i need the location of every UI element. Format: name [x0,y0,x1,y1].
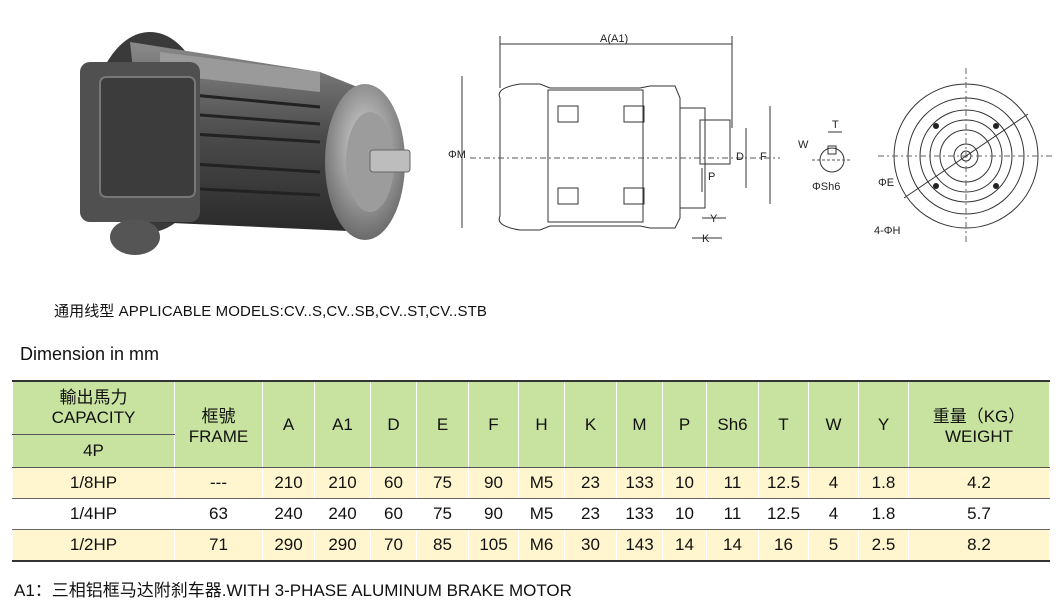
frame-header-en: FRAME [188,427,249,446]
dimension-unit-label: Dimension in mm [20,344,160,364]
table-cell-k: 23 [564,467,617,499]
col-header: A1 [314,381,371,468]
table-cell-a: 240 [262,498,315,530]
table-cell-a: 290 [262,529,315,562]
table-cell-sh6: 11 [706,498,759,530]
table-cell-k: 30 [564,529,617,562]
table-cell-weight: 5.7 [908,498,1050,530]
label-phi-e: ΦE [878,177,894,189]
table-cell-capacity: 1/2HP [12,529,175,562]
table-cell-p: 14 [662,529,707,562]
frame-header-cn: 框號 [201,407,236,426]
table-cell-w: 4 [808,467,859,499]
table-cell-e: 75 [416,467,469,499]
frame-header: 框號 FRAME [174,381,263,468]
table-cell-f: 105 [468,529,519,562]
col-header: E [416,381,469,468]
capacity-header-en: CAPACITY [51,408,136,427]
label-phi-m: ΦM [448,149,466,161]
table-cell-y: 1.8 [858,498,909,530]
front-view-drawing: ΦE 4-ΦH [874,68,1054,244]
table-cell-frame: --- [174,467,263,499]
table-cell-d: 70 [370,529,417,562]
table-cell-a1: 290 [314,529,371,562]
shaft-key-detail: T W ΦSh6 [798,119,852,193]
table-cell-frame: 71 [174,529,263,562]
table-cell-t: 16 [758,529,809,562]
capacity-header: 輸出馬力 CAPACITY [12,381,175,435]
col-header: Y [858,381,909,468]
table-cell-k: 23 [564,498,617,530]
label-f: F [760,151,767,163]
table-cell-e: 75 [416,498,469,530]
col-header: D [370,381,417,468]
col-header: K [564,381,617,468]
label-w: W [798,139,809,151]
poles-header: 4P [12,434,175,468]
label-a-a1: A(A1) [600,33,628,45]
col-header: M [616,381,663,468]
label-d: D [736,151,744,163]
table-cell-h: M5 [518,498,565,530]
weight-header-en: WEIGHT [945,427,1013,446]
col-header: Sh6 [706,381,759,468]
table-cell-sh6: 14 [706,529,759,562]
weight-header: 重量（KG） WEIGHT [908,381,1050,468]
side-view-drawing: A(A1) ΦM D F P Y K [448,33,780,245]
table-cell-y: 1.8 [858,467,909,499]
table-cell-weight: 4.2 [908,467,1050,499]
table-cell-capacity: 1/4HP [12,498,175,530]
table-cell-m: 133 [616,467,663,499]
table-cell-frame: 63 [174,498,263,530]
footnote: A1：三相铝框马达附刹车器.WITH 3-PHASE ALUMINUM BRAK… [14,581,572,600]
table-cell-w: 5 [808,529,859,562]
table-cell-f: 90 [468,467,519,499]
label-y: Y [710,213,718,225]
label-p: P [708,171,715,183]
table-cell-sh6: 11 [706,467,759,499]
table-cell-a1: 210 [314,467,371,499]
col-header: T [758,381,809,468]
weight-header-cn: 重量（KG） [932,407,1026,426]
col-header: P [662,381,707,468]
table-cell-weight: 8.2 [908,529,1050,562]
label-t: T [832,119,839,131]
motor-photo [80,32,411,255]
table-cell-m: 133 [616,498,663,530]
table-cell-f: 90 [468,498,519,530]
table-cell-d: 60 [370,467,417,499]
dimension-table: 輸出馬力 CAPACITY 框號 FRAME A A1 D E F H K M … [12,380,1050,562]
label-k: K [702,233,710,245]
col-header: W [808,381,859,468]
col-header: H [518,381,565,468]
table-cell-capacity: 1/8HP [12,467,175,499]
table-cell-h: M6 [518,529,565,562]
table-cell-a: 210 [262,467,315,499]
capacity-header-cn: 輸出馬力 [59,388,128,407]
table-cell-h: M5 [518,467,565,499]
table-cell-d: 60 [370,498,417,530]
table-cell-w: 4 [808,498,859,530]
col-header: F [468,381,519,468]
col-header: A [262,381,315,468]
applicable-models: 通用线型 APPLICABLE MODELS:CV..S,CV..SB,CV..… [54,303,487,320]
label-4-phi-h: 4-ΦH [874,225,901,237]
table-cell-p: 10 [662,467,707,499]
table-cell-e: 85 [416,529,469,562]
table-cell-p: 10 [662,498,707,530]
table-cell-t: 12.5 [758,467,809,499]
table-cell-t: 12.5 [758,498,809,530]
table-cell-a1: 240 [314,498,371,530]
label-phi-sh6: ΦSh6 [812,181,840,193]
table-cell-m: 143 [616,529,663,562]
table-cell-y: 2.5 [858,529,909,562]
